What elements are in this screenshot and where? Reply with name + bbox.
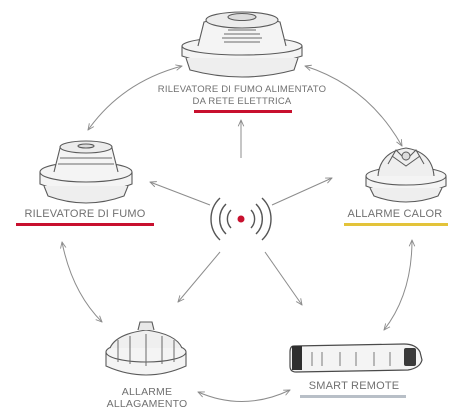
- flood-alarm-label-line1: ALLARME: [121, 386, 173, 398]
- wireless-signal-icon: [210, 197, 272, 241]
- smoke-detector-icon: [39, 140, 133, 204]
- hub-to-flood-arrow: [178, 251, 221, 302]
- flood-alarm-icon: [105, 321, 187, 376]
- link-mains-smoke-to-heat-arrow: [305, 66, 402, 146]
- smart-remote-label: SMART REMOTE: [308, 380, 400, 392]
- hub-dot: [237, 215, 245, 223]
- mains-smoke-label-line1: RILEVATORE DI FUMO ALIMENTATO: [157, 84, 327, 95]
- smoke-detector-underline: [16, 223, 154, 226]
- link-smoke-to-flood-arrow: [62, 242, 102, 322]
- mains-smoke-label-line2: DA RETE ELETTRICA: [192, 96, 292, 107]
- ceiling-smoke-detector-icon: [181, 11, 303, 78]
- link-mains-smoke-to-smoke-arrow: [88, 66, 182, 130]
- hub-to-heat-arrow: [271, 178, 332, 206]
- heat-alarm-icon: [365, 147, 447, 203]
- heat-alarm-label: ALLARME CALOR: [347, 208, 443, 220]
- mains-smoke-underline: [194, 110, 292, 113]
- smart-remote-icon: [289, 343, 423, 373]
- smoke-detector-label: RILEVATORE DI FUMO: [24, 208, 146, 220]
- hub-to-smoke-arrow: [150, 182, 211, 206]
- flood-alarm-label-line2: ALLAGAMENTO: [106, 398, 188, 410]
- link-flood-to-remote-arrow: [198, 390, 290, 402]
- smart-remote-underline: [300, 395, 406, 398]
- link-heat-to-remote-arrow: [384, 240, 412, 330]
- hub-to-remote-arrow: [264, 251, 302, 305]
- heat-alarm-underline: [344, 223, 448, 226]
